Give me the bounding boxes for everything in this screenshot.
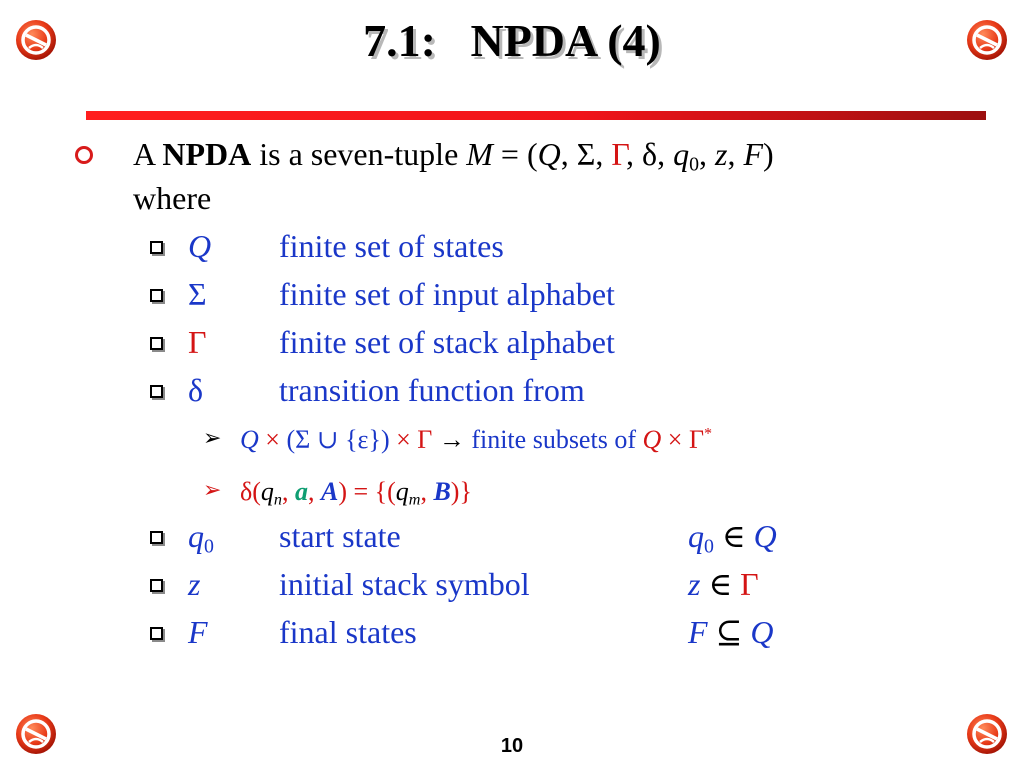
bullet-circle-icon <box>75 146 93 164</box>
slide-title: 7.1: NPDA (4) <box>363 15 661 66</box>
comma: , <box>595 136 604 172</box>
arrow-bullet-icon: ➢ <box>203 478 222 503</box>
title-divider <box>86 111 986 120</box>
transition-open: ( <box>286 425 296 454</box>
transition-sigma: Σ <box>295 425 311 454</box>
transition-gamma: Γ <box>417 425 433 454</box>
no-symbol-icon <box>16 714 56 754</box>
rel-q0-rhs: Q <box>753 518 777 554</box>
delta-n: n <box>273 491 282 509</box>
bullet-square-icon <box>150 579 163 592</box>
comma: , <box>560 136 569 172</box>
intro-rest: is a seven-tuple <box>259 136 459 172</box>
rel-q0-op: ∈ <box>721 518 746 554</box>
intro-f: F <box>743 136 764 172</box>
component-desc-z: initial stack symbol <box>279 566 530 602</box>
intro-where: where <box>133 180 212 216</box>
transition-times-3: × <box>667 425 683 454</box>
transition-text: finite subsets of <box>471 425 636 454</box>
component-symbol-f: F <box>188 614 208 650</box>
comma: , <box>699 136 708 172</box>
delta-open: δ( <box>240 477 261 506</box>
transition-gamma2: Γ <box>688 425 704 454</box>
rel-z-op: ∈ <box>708 566 733 602</box>
transition-q: Q <box>240 425 259 454</box>
transition-star: * <box>703 425 713 443</box>
intro-close: ) <box>763 136 774 172</box>
transition-times-2: × <box>396 425 411 454</box>
bullet-square-icon <box>150 627 163 640</box>
no-symbol-icon <box>967 714 1007 754</box>
bullet-square-icon <box>150 337 163 350</box>
q0-sub: 0 <box>204 535 214 558</box>
comma: , <box>307 477 315 506</box>
bullet-square-icon <box>150 289 163 302</box>
intro-line: A NPDA is a seven-tuple M = (Q, Σ, Γ, δ,… <box>133 136 774 174</box>
transition-close: ) <box>380 425 390 454</box>
transition-arrow: → <box>438 425 465 454</box>
delta-a: a <box>294 477 308 506</box>
comma: , <box>727 136 736 172</box>
page-number: 10 <box>500 735 524 757</box>
intro-q: Q <box>537 136 561 172</box>
rel-f-lhs: F <box>688 614 708 650</box>
delta-eq: ) = {( <box>338 477 396 506</box>
rel-f-rhs: Q <box>750 614 774 650</box>
component-symbol-gamma: Γ <box>188 324 207 360</box>
bullet-square-icon <box>150 241 163 254</box>
component-symbol-q0: q0 <box>188 518 214 556</box>
intro-sigma: Σ <box>576 136 596 172</box>
intro-eq: = ( <box>500 136 538 172</box>
delta-stack-a: A <box>320 477 339 506</box>
q0-sym: q <box>188 518 204 554</box>
bullet-square-icon <box>150 531 163 544</box>
arrow-bullet-icon: ➢ <box>203 426 222 451</box>
rel-q0-lhs: q <box>688 518 704 554</box>
delta-close: )} <box>450 477 472 506</box>
intro-z: z <box>715 136 728 172</box>
transition-q2: Q <box>642 425 662 454</box>
delta-stack-b: B <box>433 477 451 506</box>
transition-union: ∪ <box>316 425 339 454</box>
no-symbol-icon <box>16 20 56 60</box>
comma: , <box>626 136 635 172</box>
component-symbol-q: Q <box>188 228 212 264</box>
component-desc-q0: start state <box>279 518 401 554</box>
rel-q0-sub: 0 <box>704 535 714 558</box>
transition-eps: {ε} <box>345 425 381 454</box>
delta-m: m <box>408 491 421 509</box>
component-desc-sigma: finite set of input alphabet <box>279 276 615 312</box>
no-symbol-icon <box>967 20 1007 60</box>
delta-q-m: q <box>395 477 409 506</box>
component-symbol-z: z <box>188 566 201 602</box>
intro-q0: q <box>673 136 690 172</box>
comma: , <box>657 136 666 172</box>
component-desc-f: final states <box>279 614 417 650</box>
rel-z-rhs: Γ <box>740 566 759 602</box>
relation-f: F ⊆ Q <box>688 614 773 650</box>
comma: , <box>420 477 427 506</box>
intro-gamma: Γ <box>611 136 627 172</box>
bullet-square-icon <box>150 385 163 398</box>
delta-example-line: δ(qn, a, A) = {(qm, B)} <box>240 477 472 509</box>
component-desc-delta: transition function from <box>279 372 585 408</box>
component-desc-gamma: finite set of stack alphabet <box>279 324 615 360</box>
rel-z-lhs: z <box>688 566 701 602</box>
component-desc-q: finite set of states <box>279 228 504 264</box>
component-symbol-sigma: Σ <box>188 276 207 312</box>
rel-f-op: ⊆ <box>715 614 743 650</box>
intro-delta: δ <box>642 136 658 172</box>
comma: , <box>281 477 289 506</box>
intro-m: M <box>466 136 493 172</box>
relation-z: z ∈ Γ <box>688 566 759 602</box>
transition-times: × <box>265 425 280 454</box>
intro-npda: NPDA <box>162 136 252 172</box>
intro-q0-sub: 0 <box>689 153 700 176</box>
delta-q: q <box>260 477 274 506</box>
component-symbol-delta: δ <box>188 372 204 408</box>
transition-line: Q × (Σ ∪ {ε}) × Γ → finite subsets of Q … <box>240 425 712 455</box>
relation-q0: q0 ∈ Q <box>688 518 777 556</box>
intro-a: A <box>133 136 155 172</box>
